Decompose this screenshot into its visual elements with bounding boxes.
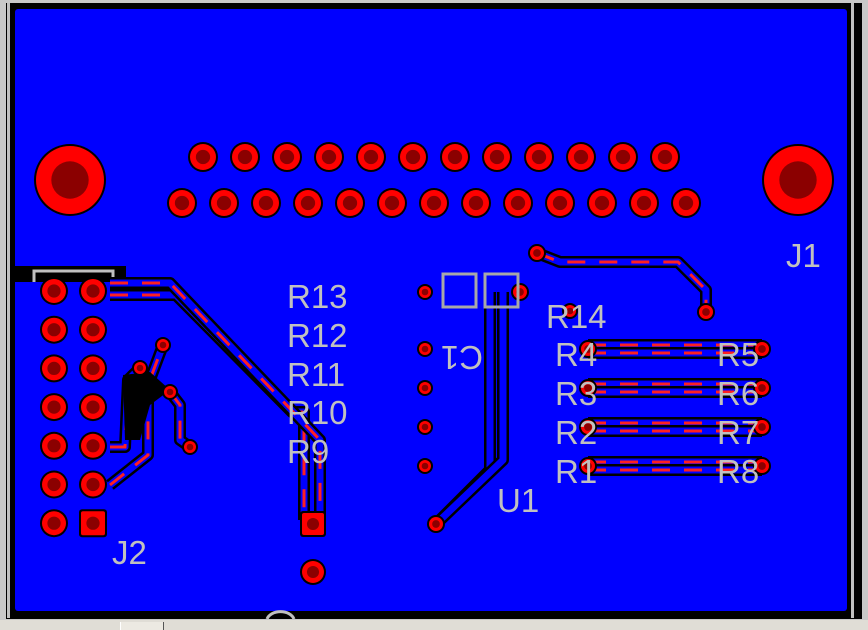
traces — [106, 247, 762, 529]
trace-j2-net2-highlight — [109, 344, 165, 487]
label-r6: R6 — [717, 375, 759, 412]
j1-row1-pad-hole — [489, 149, 505, 165]
resistor-pad-left-hole — [584, 345, 592, 353]
j1-row2-pad-hole — [636, 195, 652, 211]
j1-row2-pad-hole — [258, 195, 274, 211]
j2-pad-hole — [86, 284, 100, 298]
trace-j2-net3-highlight — [168, 391, 191, 449]
label-j1: J1 — [786, 237, 821, 274]
pads — [34, 142, 834, 585]
j1-row1-pad-hole — [615, 149, 631, 165]
j2-pad-hole — [47, 477, 61, 492]
j1-row2-pad-hole — [426, 195, 442, 211]
resistor-pad-right-hole — [758, 462, 766, 470]
j1-row1-pad-hole — [531, 149, 547, 165]
label-r9: R9 — [287, 433, 329, 470]
j2-pad-hole — [86, 400, 100, 414]
j1-trace-via-hole — [702, 308, 710, 316]
label-c1: C1 — [441, 339, 483, 376]
j1-row2-pad-hole — [174, 195, 190, 211]
label-r10: R10 — [287, 394, 348, 431]
board-edge-right — [851, 3, 854, 618]
j1-row1-pad-hole — [405, 149, 421, 165]
mounting-arc — [265, 610, 296, 620]
c1-outline-right — [483, 272, 520, 309]
u1-pad-hole — [421, 288, 429, 296]
trace-j2-copper-block — [123, 372, 170, 440]
j1-row2-pad-hole — [468, 195, 484, 211]
label-r4: R4 — [555, 336, 597, 373]
j1-row1-pad-hole — [279, 149, 295, 165]
board-edge-left — [7, 3, 10, 618]
label-r1: R1 — [555, 453, 597, 490]
j1-row1-pad-hole — [657, 149, 673, 165]
label-r11: R11 — [287, 356, 345, 393]
j1-row1-pad-hole — [195, 149, 211, 165]
label-r5: R5 — [717, 336, 759, 373]
via-hole — [186, 443, 194, 451]
j1-row1-pad-hole — [447, 149, 463, 165]
j1-mount-right-hole — [779, 161, 817, 199]
j1-row2-pad-hole — [342, 195, 358, 211]
label-r13: R13 — [287, 278, 348, 315]
j2-pad-hole — [47, 400, 61, 414]
label-r2: R2 — [555, 414, 597, 451]
j1-row2-pad-hole — [510, 195, 526, 211]
resistor-pad-right-hole — [758, 345, 766, 353]
j1-row2-pad-hole — [384, 195, 400, 211]
j1-row2-pad-hole — [552, 195, 568, 211]
via-hole — [166, 388, 174, 396]
label-j2: J2 — [112, 534, 147, 571]
j2-pad-hole — [47, 323, 61, 337]
j1-row2-pad-hole — [300, 195, 316, 211]
u1-pad-hole — [421, 384, 429, 392]
trace-j1-r14-highlight — [536, 251, 708, 312]
r14-pad-b-hole — [566, 307, 574, 315]
j1-row1-pad-hole — [363, 149, 379, 165]
j1-row2-pad-hole — [678, 195, 694, 211]
j2-pad-hole — [47, 516, 61, 530]
r9-pad-1-hole — [306, 517, 320, 531]
j1-row1-pad-hole — [321, 149, 337, 165]
scrollbar-thumb[interactable] — [120, 622, 164, 630]
j1-row1-pad-hole — [573, 149, 589, 165]
j2-pad-hole — [86, 516, 100, 530]
resistor-pad-right-hole — [758, 423, 766, 431]
label-r3: R3 — [555, 375, 597, 412]
j1-row1-pad-hole — [237, 149, 253, 165]
j2-pad-hole — [86, 439, 100, 453]
u1-pad-hole — [421, 345, 429, 353]
via-hole — [136, 364, 144, 372]
resistor-pad-left-hole — [584, 462, 592, 470]
j2-silkscreen — [32, 269, 115, 282]
j2-pad-hole — [86, 323, 100, 337]
j2-pad-hole — [47, 439, 61, 453]
j2-pad-hole — [86, 361, 100, 375]
trace-j2-r9-b-highlight — [110, 281, 322, 520]
label-r14: R14 — [546, 298, 607, 335]
u1-pad-1-hole — [432, 520, 440, 528]
j2-pad-hole — [86, 477, 100, 492]
c1-outline-left — [441, 272, 478, 309]
u1-pad-hole — [421, 462, 429, 470]
j1-row2-pad-hole — [594, 195, 610, 211]
trace-u1-c1-b — [433, 292, 507, 527]
resistor-pad-left-hole — [584, 423, 592, 431]
r14-pad-hole — [533, 249, 541, 257]
label-r7: R7 — [717, 414, 759, 451]
j1-mount-left-hole — [51, 161, 89, 199]
label-u1: U1 — [497, 482, 539, 519]
via-hole — [159, 341, 167, 349]
j2-pad-hole — [47, 361, 61, 375]
u1-pad-hole — [421, 423, 429, 431]
label-r8: R8 — [717, 453, 759, 490]
resistor-pad-left-hole — [584, 384, 592, 392]
label-r12: R12 — [287, 317, 348, 354]
r9-pad-2-hole — [306, 565, 320, 579]
j2-pad-hole — [47, 284, 61, 298]
j1-row2-pad-hole — [216, 195, 232, 211]
resistor-pad-right-hole — [758, 384, 766, 392]
horizontal-scrollbar[interactable] — [0, 620, 868, 630]
